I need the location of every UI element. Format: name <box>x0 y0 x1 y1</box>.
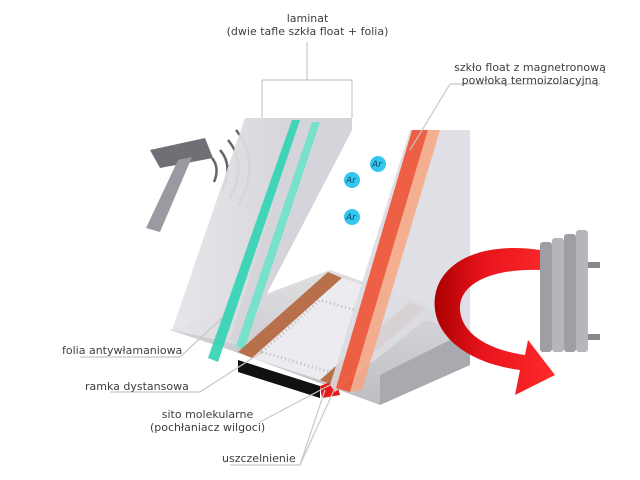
laminate-title: laminat <box>286 12 329 25</box>
float-glass-line2: powłoką termoizolacyjną <box>461 74 599 87</box>
radiator-icon <box>540 230 600 352</box>
seal-label: uszczelnienie <box>222 452 296 465</box>
sieve-line1: sito molekularne <box>161 408 254 421</box>
float-glass-label: szkło float z magnetronową powłoką termo… <box>445 61 615 87</box>
thermal-coating <box>336 130 428 392</box>
laminate-description: (dwie tafle szkła float + folia) <box>226 25 389 38</box>
svg-text:Ar: Ar <box>345 213 357 223</box>
heat-reflection-arrow <box>434 248 555 395</box>
hammer-icon <box>146 138 213 232</box>
argon-molecule: Ar <box>344 209 360 225</box>
laminate-label: laminat (dwie tafle szkła float + folia) <box>210 12 405 38</box>
sieve-label: sito molekularne (pochłaniacz wilgoci) <box>150 408 265 434</box>
sealant <box>238 360 320 398</box>
argon-molecule: Ar <box>370 156 386 172</box>
argon-molecule: Ar <box>344 172 360 188</box>
sieve-line2: (pochłaniacz wilgoci) <box>150 421 266 434</box>
svg-text:Ar: Ar <box>345 176 357 186</box>
spacer-frame <box>238 272 342 358</box>
foil-label: folia antywłamaniowa <box>62 344 183 357</box>
spacer-label: ramka dystansowa <box>85 380 189 393</box>
float-glass-line1: szkło float z magnetronową <box>454 61 606 74</box>
svg-text:Ar: Ar <box>371 160 383 170</box>
leader-lines <box>80 42 600 466</box>
anti-burglary-foil <box>208 120 300 362</box>
